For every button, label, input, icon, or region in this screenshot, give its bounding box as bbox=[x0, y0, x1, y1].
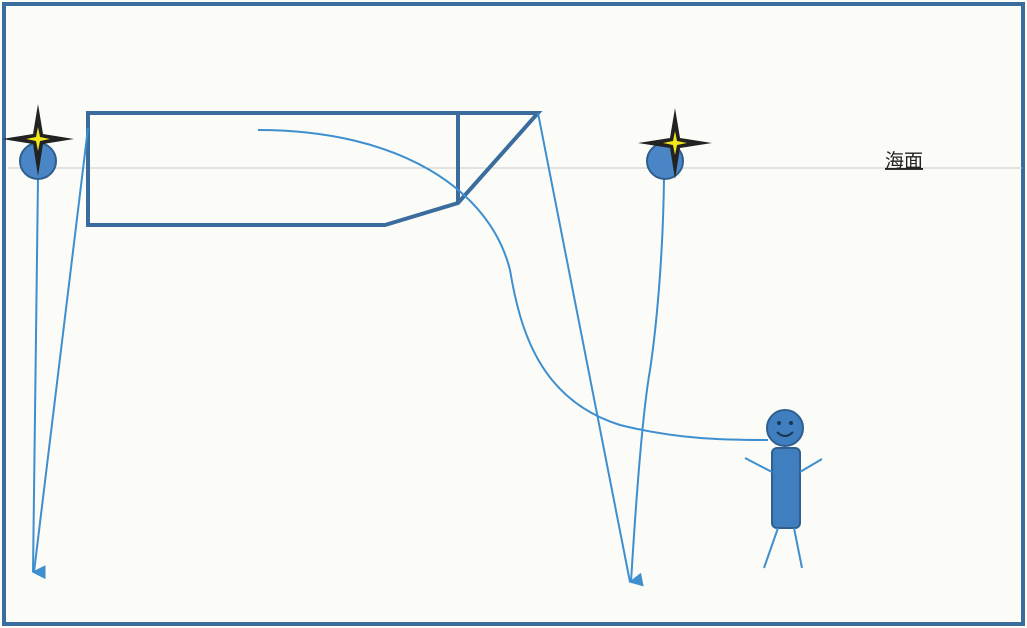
person-right-leg bbox=[793, 527, 803, 569]
right-buoy-sparkle-core bbox=[663, 131, 687, 155]
ship-hull bbox=[86, 111, 543, 227]
ship-bow-line bbox=[537, 112, 644, 587]
person-body bbox=[771, 447, 801, 529]
rope-lines bbox=[31, 112, 769, 587]
person-tether-line bbox=[257, 129, 769, 441]
right-buoy-line bbox=[630, 177, 665, 583]
person-right-arm bbox=[799, 458, 823, 473]
person-left-leg bbox=[763, 527, 779, 569]
person-left-eye bbox=[777, 421, 781, 425]
left-buoy bbox=[2, 104, 74, 180]
person-smile bbox=[776, 431, 794, 437]
ship-hull-outline bbox=[86, 111, 543, 227]
person-right-eye bbox=[789, 421, 793, 425]
ship-left-line bbox=[33, 127, 89, 573]
sea-surface-label: 海面 bbox=[885, 150, 923, 172]
right-buoy bbox=[638, 108, 712, 180]
left-buoy-sparkle-core bbox=[26, 127, 50, 151]
left-buoy-line bbox=[31, 177, 46, 580]
person-figure bbox=[744, 409, 823, 569]
person-head bbox=[766, 409, 804, 447]
person-left-arm bbox=[744, 457, 773, 473]
